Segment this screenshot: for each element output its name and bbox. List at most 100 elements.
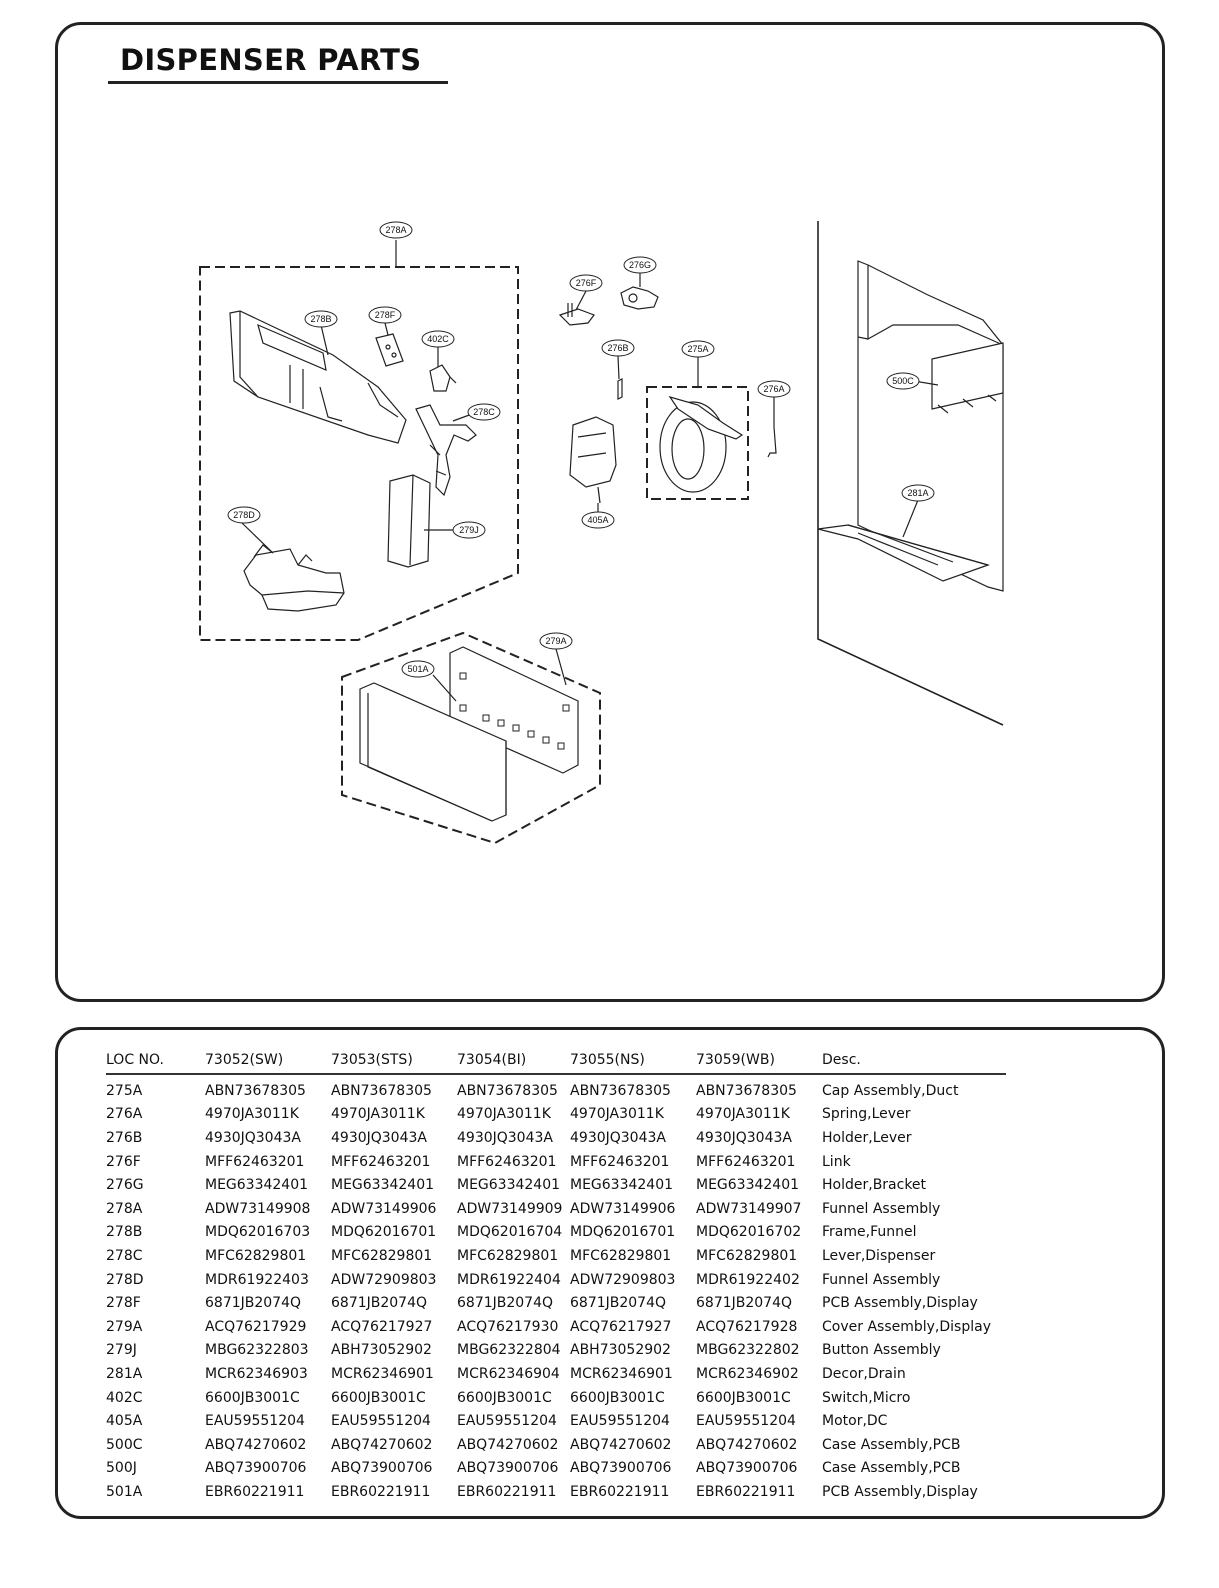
cell-loc-no: 275A xyxy=(106,1082,143,1099)
callout-279J: 279J xyxy=(452,521,486,539)
cell-part-73054: 4970JA3011K xyxy=(457,1106,551,1123)
header-desc: Desc. xyxy=(822,1052,1006,1075)
cell-part-73055: MCR62346901 xyxy=(570,1365,673,1382)
cell-part-73052: 4930JQ3043A xyxy=(205,1129,301,1146)
holder-lever-part xyxy=(617,378,623,400)
svg-text:279J: 279J xyxy=(459,525,479,535)
exploded-view-drawing: 278A 278B 278F 402C 278C 278D 279J 276F … xyxy=(199,221,1004,845)
cell-part-73054: 6871JB2074Q xyxy=(457,1295,554,1312)
cell-part-73053: ABQ73900706 xyxy=(331,1460,433,1477)
cell-part-73053: 4970JA3011K xyxy=(331,1106,425,1123)
svg-text:278B: 278B xyxy=(310,314,331,324)
cell-part-73054: MFC62829801 xyxy=(457,1247,559,1264)
cell-part-73054: MDQ62016704 xyxy=(457,1224,563,1241)
cell-description: Lever,Dispenser xyxy=(822,1247,936,1264)
parts-table: LOC NO. 73052(SW) 73053(STS) 73054(BI) 7… xyxy=(106,1052,1006,1504)
cell-loc-no: 276F xyxy=(106,1153,141,1170)
cell-part-73052: EBR60221911 xyxy=(205,1483,305,1500)
svg-text:276F: 276F xyxy=(576,278,597,288)
cell-part-73053: ADW72909803 xyxy=(331,1271,437,1288)
cell-part-73059: 6871JB2074Q xyxy=(696,1295,793,1312)
spring-lever-part xyxy=(767,426,777,458)
callout-278D: 278D xyxy=(227,506,261,524)
cell-loc-no: 276A xyxy=(106,1106,143,1123)
cell-part-73052: ACQ76217929 xyxy=(205,1318,307,1335)
cell-part-73055: 4930JQ3043A xyxy=(570,1129,666,1146)
cell-description: Spring,Lever xyxy=(822,1106,911,1123)
header-73055-ns: 73055(NS) xyxy=(570,1052,696,1075)
cell-part-73053: 4930JQ3043A xyxy=(331,1129,427,1146)
cell-description: Frame,Funnel xyxy=(822,1224,917,1241)
cell-part-73054: ACQ76217930 xyxy=(457,1318,559,1335)
button-assembly-part xyxy=(387,474,431,568)
cell-description: Cover Assembly,Display xyxy=(822,1318,991,1335)
cell-description: Case Assembly,PCB xyxy=(822,1436,961,1453)
cell-loc-no: 278D xyxy=(106,1271,144,1288)
page-title: DISPENSER PARTS xyxy=(120,43,422,77)
svg-text:501A: 501A xyxy=(407,664,428,674)
cell-part-73053: MEG63342401 xyxy=(331,1177,435,1194)
lever-dispenser-part xyxy=(415,404,477,497)
cell-loc-no: 276B xyxy=(106,1129,143,1146)
cell-description: Button Assembly xyxy=(822,1342,941,1359)
cell-part-73053: 6600JB3001C xyxy=(331,1389,426,1406)
cell-loc-no: 405A xyxy=(106,1413,143,1430)
cell-part-73055: MEG63342401 xyxy=(570,1177,674,1194)
cell-part-73055: ABH73052902 xyxy=(570,1342,671,1359)
cell-part-73055: ABN73678305 xyxy=(570,1082,671,1099)
svg-text:405A: 405A xyxy=(587,515,608,525)
cell-loc-no: 501A xyxy=(106,1483,143,1500)
diagram-panel: DISPENSER PARTS xyxy=(55,22,1165,1002)
cell-part-73053: ABH73052902 xyxy=(331,1342,432,1359)
cell-part-73054: ABN73678305 xyxy=(457,1082,558,1099)
svg-text:275A: 275A xyxy=(687,344,708,354)
cell-part-73059: MFF62463201 xyxy=(696,1153,796,1170)
cell-loc-no: 278B xyxy=(106,1224,143,1241)
cell-part-73052: ABQ74270602 xyxy=(205,1436,307,1453)
cell-part-73059: MDR61922402 xyxy=(696,1271,800,1288)
cell-description: Decor,Drain xyxy=(822,1365,906,1382)
callout-281A: 281A xyxy=(901,484,935,502)
cell-part-73054: ABQ74270602 xyxy=(457,1436,559,1453)
cell-part-73059: ABN73678305 xyxy=(696,1082,797,1099)
cell-description: Holder,Bracket xyxy=(822,1177,927,1194)
table-header-row: LOC NO. 73052(SW) 73053(STS) 73054(BI) 7… xyxy=(106,1052,1006,1075)
cell-description: PCB Assembly,Display xyxy=(822,1483,978,1500)
cell-part-73053: ADW73149906 xyxy=(331,1200,437,1217)
parts-table-panel: LOC NO. 73052(SW) 73053(STS) 73054(BI) 7… xyxy=(55,1027,1165,1519)
header-73059-wb: 73059(WB) xyxy=(696,1052,822,1075)
frame-funnel-part xyxy=(229,310,407,444)
link-part xyxy=(558,303,595,326)
cell-part-73055: MDQ62016701 xyxy=(570,1224,676,1241)
cell-part-73052: MDR61922403 xyxy=(205,1271,309,1288)
callout-276A: 276A xyxy=(757,380,791,398)
cell-description: Funnel Assembly xyxy=(822,1200,941,1217)
cell-part-73055: ADW73149906 xyxy=(570,1200,676,1217)
cell-part-73059: MEG63342401 xyxy=(696,1177,800,1194)
cell-description: Funnel Assembly xyxy=(822,1271,941,1288)
cell-part-73059: ADW73149907 xyxy=(696,1200,802,1217)
cell-part-73052: MEG63342401 xyxy=(205,1177,309,1194)
cell-description: Cap Assembly,Duct xyxy=(822,1082,959,1099)
group-279A-boundary xyxy=(341,631,601,845)
svg-text:276B: 276B xyxy=(607,343,628,353)
dc-motor-part xyxy=(569,416,617,504)
cell-part-73052: ADW73149908 xyxy=(205,1200,311,1217)
svg-text:278C: 278C xyxy=(473,407,495,417)
callout-278B: 278B xyxy=(304,310,338,328)
cell-part-73054: 6600JB3001C xyxy=(457,1389,552,1406)
callout-278F: 278F xyxy=(368,306,402,324)
svg-text:278F: 278F xyxy=(375,310,396,320)
cell-loc-no: 276G xyxy=(106,1177,144,1194)
cell-part-73053: ABN73678305 xyxy=(331,1082,432,1099)
cell-part-73055: EAU59551204 xyxy=(570,1413,670,1430)
cell-loc-no: 279J xyxy=(106,1342,137,1359)
cell-part-73052: ABN73678305 xyxy=(205,1082,306,1099)
cell-part-73054: ABQ73900706 xyxy=(457,1460,559,1477)
pcb-display-part xyxy=(375,333,404,367)
